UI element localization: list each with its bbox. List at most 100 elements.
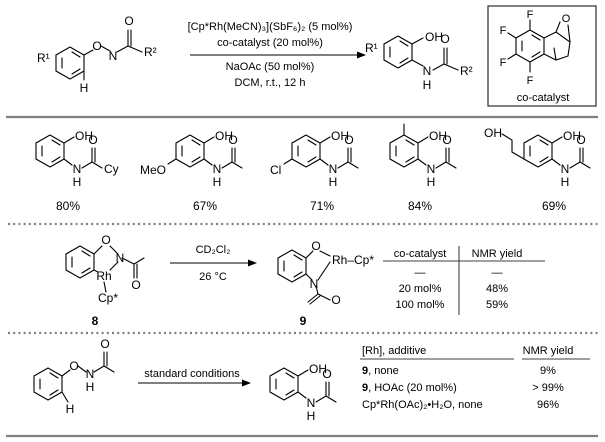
table1-row1-cocatalyst: — xyxy=(415,267,426,279)
complex-9-number: 9 xyxy=(300,314,307,328)
table2-row2-yield: > 99% xyxy=(532,382,564,394)
scope-2-yield: 67% xyxy=(193,199,217,213)
base-label: NaOAc (50 mol%) xyxy=(226,61,315,73)
scope-3-n: N xyxy=(329,162,338,176)
complex-9-carbonyl-o: O xyxy=(331,293,340,307)
scope-1-o: O xyxy=(88,133,97,147)
scope-2-n: N xyxy=(213,162,222,176)
scope-1-yield: 80% xyxy=(56,199,80,213)
control-product-oh: OH xyxy=(309,362,327,376)
control-substrate-o: O xyxy=(69,359,78,373)
scope-1-cy: Cy xyxy=(104,162,119,176)
table2-header-rh: [Rh], additive xyxy=(362,345,426,357)
substrate-r2-label: R² xyxy=(144,45,157,59)
complex-8-o: O xyxy=(101,233,110,247)
cocatalyst-box: F F F F O co-catalyst xyxy=(487,5,597,107)
product-h-label: H xyxy=(423,78,432,92)
cocatalyst-f-upper-left: F xyxy=(500,25,507,37)
product-n-label: N xyxy=(423,64,432,78)
product-carbonyl-o-label: O xyxy=(440,32,449,46)
top-substrate: O N O R² R¹ H xyxy=(37,14,157,95)
product-benzene-ring xyxy=(383,35,413,69)
scope-3-h: H xyxy=(329,175,338,189)
product-r2-label: R² xyxy=(460,64,473,78)
scope-2-o: O xyxy=(228,133,237,147)
complex-8-carbonyl-o: O xyxy=(131,278,140,292)
substrate-h-label: H xyxy=(80,81,89,95)
control-substrate-nh: H xyxy=(86,380,95,394)
control-substrate-n: N xyxy=(86,367,95,381)
cocatalyst-f-top: F xyxy=(527,9,534,21)
control-substrate: O N H O H xyxy=(33,337,115,416)
substrate-n-label: N xyxy=(109,49,118,63)
scope-product-4: OH N H O 84% xyxy=(389,123,457,213)
table2-row1-yield: 9% xyxy=(540,365,556,377)
cocatalyst-caption: co-catalyst xyxy=(517,92,570,104)
table2-header-yield: NMR yield xyxy=(523,345,574,357)
substrate-r1-label: R¹ xyxy=(37,51,50,65)
table1-row1-yield: — xyxy=(492,267,503,279)
table1-row2-yield: 48% xyxy=(486,283,508,295)
mechanism-solvent: CD₂Cl₂ xyxy=(196,244,231,256)
scope-5-side-oh: OH xyxy=(484,126,502,140)
scope-2-meo: MeO xyxy=(140,163,166,177)
scope-4-oh: OH xyxy=(429,129,447,143)
scope-5-oh: OH xyxy=(563,129,581,143)
scope-product-5: OH N H O OH 69% xyxy=(484,126,591,213)
complex-8-rh: Rh xyxy=(96,269,111,283)
scope-4-o: O xyxy=(442,133,451,147)
table1-row3-yield: 59% xyxy=(486,299,508,311)
product-oh-label: OH xyxy=(425,30,443,44)
control-product-n: N xyxy=(307,396,316,410)
solvent-label: DCM, r.t., 12 h xyxy=(235,77,306,89)
table1-header-cocatalyst: co-catalyst xyxy=(394,248,447,260)
scope-3-o: O xyxy=(344,133,353,147)
complex-9-o: O xyxy=(311,239,320,253)
table2-row1-condition: 9, none xyxy=(362,365,399,377)
substrate-carbonyl-o-label: O xyxy=(124,14,133,28)
cocatalyst-frame xyxy=(487,5,597,107)
scope-1-n: N xyxy=(73,162,82,176)
scope-2-h: H xyxy=(213,175,222,189)
scope-4-n: N xyxy=(427,162,436,176)
table1-row3-cocatalyst: 100 mol% xyxy=(396,299,445,311)
substrate-benzene-ring xyxy=(55,46,85,80)
table2-row3-condition: Cp*Rh(OAc)₂•H₂O, none xyxy=(362,399,483,411)
cocatalyst-f-bottom: F xyxy=(527,75,534,87)
complex-8: O N Rh Cp* O 8 xyxy=(65,233,145,328)
catalyst-label: [Cp*Rh(MeCN)₃](SbF₆)₂ (5 mol%) xyxy=(188,21,353,33)
control-substrate-h: H xyxy=(66,402,75,416)
scope-5-h: H xyxy=(561,175,570,189)
scope-5-yield: 69% xyxy=(542,199,566,213)
control-product-h: H xyxy=(307,409,316,423)
control-arrow-label: standard conditions xyxy=(144,368,240,380)
table1-header-yield: NMR yield xyxy=(472,248,523,260)
complex-8-n: N xyxy=(116,251,125,265)
cocatalyst-f-lower-left: F xyxy=(500,57,507,69)
mechanism-temperature: 26 °C xyxy=(199,271,227,283)
control-product-carbonyl-o: O xyxy=(322,367,331,381)
table2-row3-yield: 96% xyxy=(537,399,559,411)
cocatalyst-aromatic-ring xyxy=(515,29,545,63)
top-product: OH N H O R² R¹ xyxy=(365,30,473,92)
scope-4-h: H xyxy=(427,175,436,189)
substrate-o-label: O xyxy=(92,39,101,53)
product-r1-label: R¹ xyxy=(365,41,378,55)
top-conditions: [Cp*Rh(MeCN)₃](SbF₆)₂ (5 mol%) co-cataly… xyxy=(188,21,366,89)
scope-3-cl: Cl xyxy=(270,163,281,177)
control-substrate-carbonyl-o: O xyxy=(100,337,109,351)
table2-row2-condition: 9, HOAc (20 mol%) xyxy=(362,382,457,394)
control-table: [Rh], additive NMR yield 9, none 9% 9, H… xyxy=(360,345,590,411)
mechanism-arrow: CD₂Cl₂ 26 °C xyxy=(170,244,257,283)
complex-9-rh-cp: Rh–Cp* xyxy=(332,253,374,267)
scope-1-oh: OH xyxy=(75,129,93,143)
cocatalyst-loading-label: co-catalyst (20 mol%) xyxy=(217,37,323,49)
table1-row2-cocatalyst: 20 mol% xyxy=(399,283,442,295)
scope-3-yield: 71% xyxy=(310,199,334,213)
scope-1-h: H xyxy=(73,175,82,189)
scope-3-oh: OH xyxy=(331,129,349,143)
scope-5-n: N xyxy=(561,162,570,176)
scope-4-yield: 84% xyxy=(408,199,432,213)
complex-9-n: N xyxy=(310,277,319,291)
